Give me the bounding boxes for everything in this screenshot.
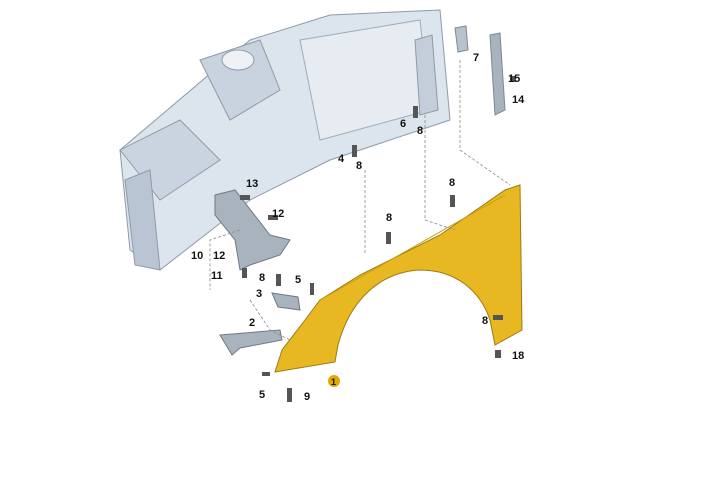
label-11: 11 — [211, 270, 223, 282]
label-8: 8 — [482, 315, 488, 327]
label-9: 9 — [304, 391, 310, 403]
part-14 — [489, 32, 506, 116]
vehicle-body-structure — [119, 9, 506, 271]
label-8: 8 — [259, 272, 265, 284]
label-7: 7 — [473, 52, 479, 64]
label-8: 8 — [417, 125, 423, 137]
fender-panel — [274, 184, 523, 373]
label-14: 14 — [512, 94, 525, 106]
label-4: 4 — [338, 153, 345, 165]
fasteners — [240, 76, 516, 402]
label-18: 18 — [512, 350, 524, 362]
label-3: 3 — [256, 288, 262, 300]
label-12: 12 — [272, 208, 284, 220]
label-15: 15 — [508, 73, 520, 85]
label-6: 6 — [400, 118, 406, 130]
label-5: 5 — [295, 274, 301, 286]
label-1: 1 — [331, 377, 336, 387]
label-10: 10 — [191, 250, 203, 262]
brackets — [214, 189, 301, 356]
label-5: 5 — [259, 389, 265, 401]
label-8: 8 — [356, 160, 362, 172]
label-8: 8 — [449, 177, 455, 189]
label-13: 13 — [246, 178, 258, 190]
part-2 — [219, 329, 283, 356]
leader-lines — [209, 60, 511, 341]
part-7 — [454, 25, 469, 53]
label-2: 2 — [249, 317, 255, 329]
callout-1-marker — [328, 375, 340, 387]
part-3 — [271, 292, 301, 311]
label-12: 12 — [213, 250, 225, 262]
label-8: 8 — [386, 212, 392, 224]
